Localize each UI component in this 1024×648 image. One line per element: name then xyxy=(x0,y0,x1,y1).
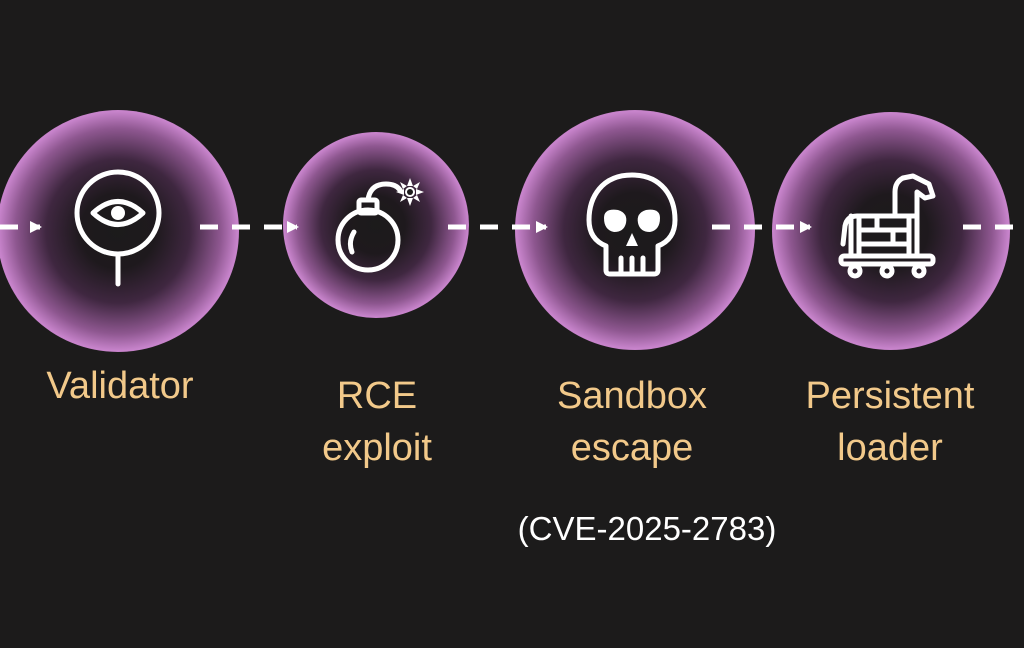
rce-exploit-label-line-1: RCE xyxy=(336,375,418,417)
skull-icon xyxy=(586,172,678,277)
sandbox-escape-label-line-1: Sandbox xyxy=(556,375,707,417)
sandbox-escape-glow xyxy=(515,110,755,350)
sandbox-escape-label: Sandbox escape xyxy=(512,370,752,474)
rce-exploit-label-line-2: exploit xyxy=(322,427,432,469)
rce-exploit-label: RCE exploit xyxy=(257,370,497,474)
cve-note: (CVE-2025-2783) xyxy=(517,510,777,547)
eye-magnifier-icon xyxy=(74,169,162,287)
trojan-horse-icon xyxy=(838,173,936,279)
bomb-icon xyxy=(335,178,424,273)
persistent-loader-label-line-2: loader xyxy=(837,427,943,469)
rce-exploit-glow xyxy=(283,132,469,318)
persistent-loader-label-line-1: Persistent xyxy=(805,375,975,417)
validator-label: Validator xyxy=(0,360,240,412)
persistent-loader-label: Persistent loader xyxy=(770,370,1010,474)
sandbox-escape-label-line-2: escape xyxy=(570,427,694,469)
validator-label-line-1: Validator xyxy=(46,365,194,407)
